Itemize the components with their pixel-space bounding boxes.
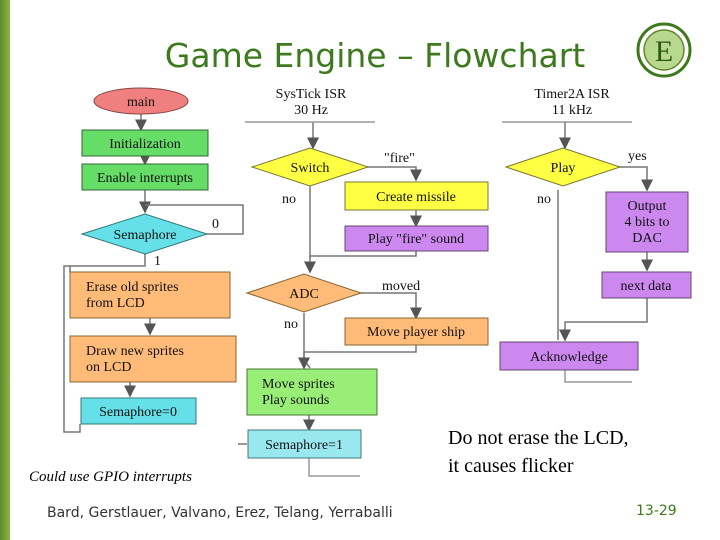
label-no-play: no — [537, 192, 551, 207]
svg-text:4 bits to: 4 bits to — [624, 215, 669, 230]
note-flicker-line2: it causes flicker — [448, 455, 574, 477]
svg-text:ADC: ADC — [289, 287, 319, 302]
start-node-main: main — [93, 87, 189, 115]
svg-text:Erase old sprites: Erase old sprites — [86, 280, 179, 295]
course-logo-icon: E — [636, 22, 692, 78]
svg-text:main: main — [127, 95, 155, 110]
label-branch-one: 1 — [154, 254, 161, 269]
svg-text:Move sprites: Move sprites — [262, 377, 335, 392]
note-gpio-interrupts: Could use GPIO interrupts — [29, 469, 192, 485]
process-enable-interrupts: Enable interrupts — [81, 163, 209, 191]
timer-header-line1: Timer2A ISR — [534, 87, 610, 102]
process-move-player-ship: Move player ship — [344, 317, 489, 346]
svg-text:Semaphore: Semaphore — [114, 228, 177, 243]
label-no-switch: no — [282, 192, 296, 207]
svg-text:Create missile: Create missile — [376, 190, 456, 205]
label-yes: yes — [628, 149, 647, 164]
svg-text:Initialization: Initialization — [109, 137, 181, 152]
decision-play: Play — [504, 147, 622, 187]
systick-header-line2: 30 Hz — [294, 103, 328, 118]
timer-header-line2: 11 kHz — [552, 103, 592, 118]
decision-semaphore: Semaphore — [80, 213, 209, 255]
svg-text:from LCD: from LCD — [86, 296, 145, 311]
svg-text:on LCD: on LCD — [86, 360, 132, 375]
svg-text:Acknowledge: Acknowledge — [530, 350, 608, 365]
label-fire: "fire" — [384, 151, 415, 166]
svg-text:Move player ship: Move player ship — [367, 325, 465, 340]
connector-lines — [63, 114, 653, 477]
process-move-sprites: Move sprites Play sounds — [246, 368, 378, 416]
svg-text:next data: next data — [621, 279, 673, 294]
process-draw-sprites: Draw new sprites on LCD — [69, 335, 237, 383]
process-acknowledge: Acknowledge — [499, 341, 639, 371]
slide-number: 13-29 — [636, 503, 677, 519]
label-branch-zero: 0 — [212, 217, 219, 232]
slide-accent-bar — [0, 0, 10, 540]
note-flicker-line1: Do not erase the LCD, — [448, 427, 629, 449]
systick-header-line1: SysTick ISR — [276, 87, 347, 102]
label-no-adc: no — [284, 317, 298, 332]
process-create-missile: Create missile — [344, 181, 489, 211]
logo-letter: E — [655, 35, 673, 68]
label-moved: moved — [382, 279, 420, 294]
svg-text:Enable interrupts: Enable interrupts — [97, 171, 193, 186]
svg-text:Switch: Switch — [291, 161, 330, 176]
process-output-dac: Output 4 bits to DAC — [605, 191, 689, 253]
process-next-data: next data — [601, 271, 692, 299]
slide-title: Game Engine – Flowchart — [164, 36, 586, 75]
note-flicker: Do not erase the LCD, it causes flicker — [448, 424, 688, 480]
process-erase-sprites: Erase old sprites from LCD — [69, 271, 231, 319]
process-initialization: Initialization — [81, 129, 209, 157]
decision-switch: Switch — [250, 147, 370, 187]
process-semaphore-zero: Semaphore=0 — [80, 397, 197, 425]
slide-authors: Bard, Gerstlauer, Valvano, Erez, Telang,… — [47, 505, 393, 521]
svg-text:Output: Output — [628, 199, 667, 214]
svg-text:Semaphore=0: Semaphore=0 — [99, 405, 177, 420]
svg-text:Play "fire" sound: Play "fire" sound — [368, 232, 464, 247]
svg-text:Play: Play — [551, 161, 576, 176]
svg-text:Draw new sprites: Draw new sprites — [86, 344, 184, 359]
process-play-fire-sound: Play "fire" sound — [344, 225, 489, 252]
svg-text:DAC: DAC — [632, 231, 662, 246]
svg-text:Semaphore=1: Semaphore=1 — [265, 438, 343, 453]
decision-adc: ADC — [245, 273, 363, 313]
svg-text:Play sounds: Play sounds — [262, 393, 329, 408]
process-semaphore-one: Semaphore=1 — [247, 429, 362, 459]
